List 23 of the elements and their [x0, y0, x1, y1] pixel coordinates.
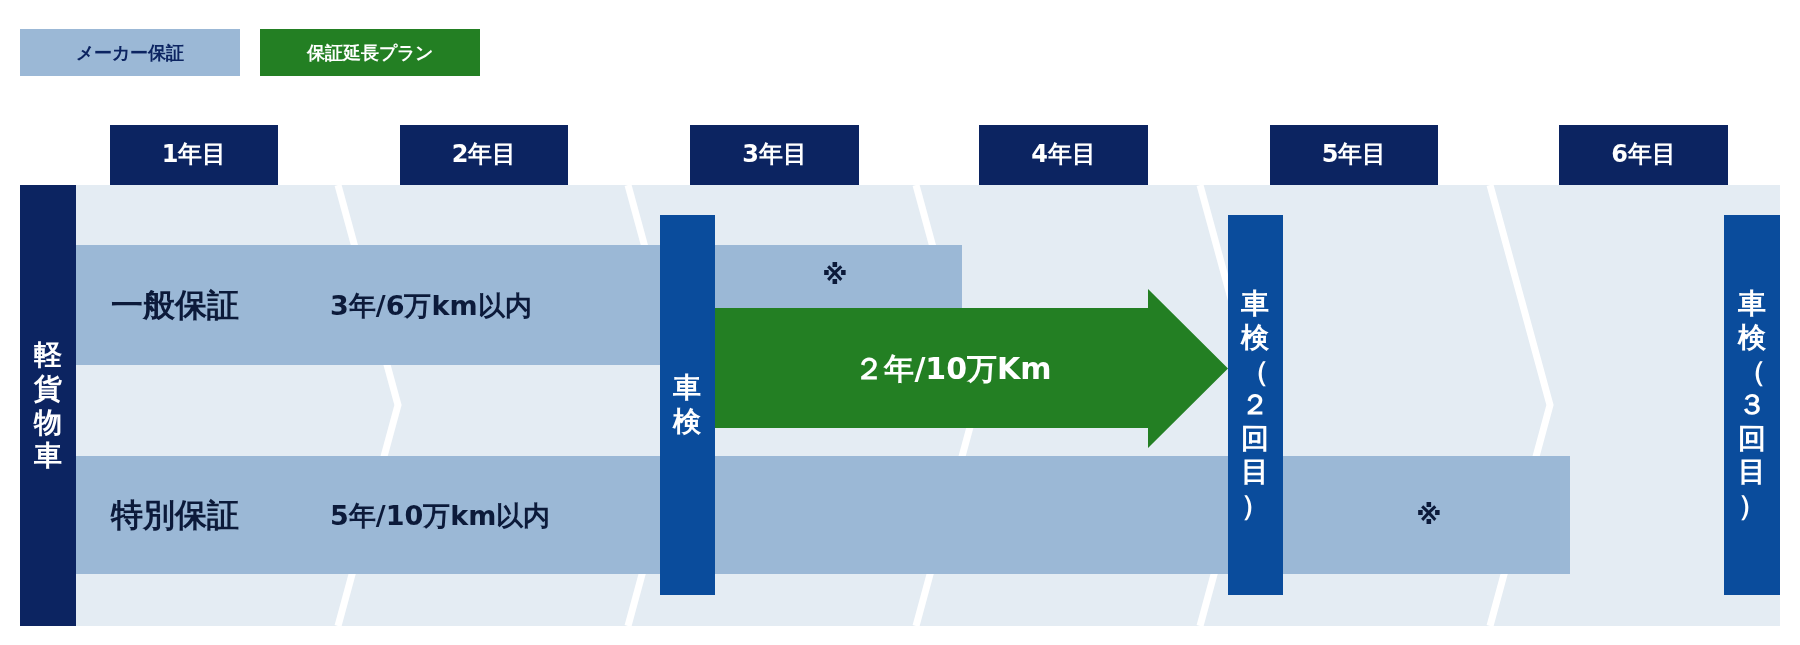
- legend-swatch: メーカー保証: [20, 29, 240, 76]
- vertical-label: 車検: [672, 371, 703, 439]
- note-mark: ※: [1416, 502, 1442, 528]
- vehicle-type-band: [20, 185, 76, 626]
- note-mark: ※: [822, 262, 848, 288]
- inspection-band: [1724, 215, 1780, 595]
- extension-text: ２年/10万Km: [854, 353, 1052, 384]
- warranty-name: 特別保証: [111, 499, 239, 531]
- year-header: 5年目: [1270, 125, 1438, 185]
- vertical-label: 車検（２回目）: [1240, 287, 1271, 523]
- inspection-band: [660, 215, 715, 595]
- year-header: 2年目: [400, 125, 568, 185]
- vertical-label: 軽貨物車: [33, 338, 63, 473]
- year-header: 6年目: [1559, 125, 1728, 185]
- year-header: 4年目: [979, 125, 1148, 185]
- legend-swatch: 保証延長プラン: [260, 29, 480, 76]
- coverage-text: 3年/6万km以内: [330, 291, 532, 319]
- inspection-band: [1228, 215, 1283, 595]
- warranty-name: 一般保証: [111, 289, 239, 321]
- vertical-label: 車検（３回目）: [1737, 287, 1767, 523]
- year-header: 3年目: [690, 125, 859, 185]
- year-header: 1年目: [110, 125, 278, 185]
- coverage-text: 5年/10万km以内: [330, 501, 551, 529]
